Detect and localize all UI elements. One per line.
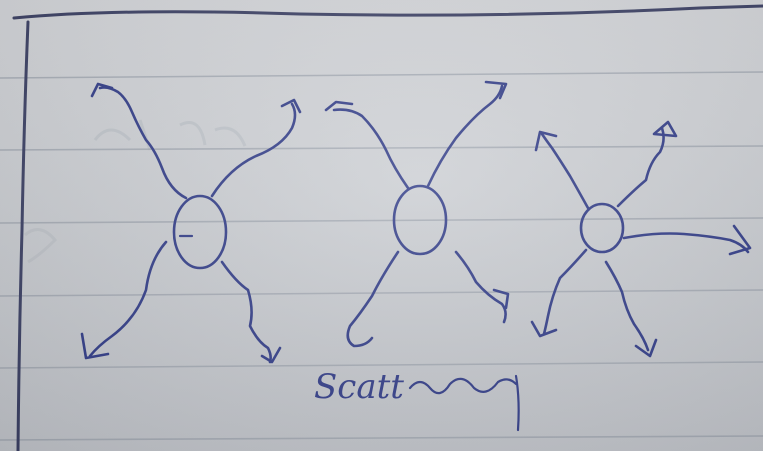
left-margin-line — [16, 20, 30, 451]
arrowhead-lower-right — [492, 288, 510, 310]
arrow-lower-right — [604, 260, 650, 352]
arrowhead-upper-right — [652, 120, 678, 138]
arrowhead-upper-right — [280, 98, 302, 114]
arrowhead-right — [728, 224, 752, 256]
arrow-right — [622, 232, 750, 254]
arrow-lower-left — [88, 240, 168, 358]
ruled-lines — [0, 71, 763, 441]
arrowhead-lower-left — [80, 332, 110, 360]
arrow-upper-right — [210, 102, 297, 198]
ruled-line — [0, 217, 763, 224]
arrow-upper-left — [332, 108, 410, 190]
arrow-upper-left — [98, 86, 188, 200]
ruled-line — [0, 361, 763, 369]
arrow-upper-left — [540, 132, 590, 210]
arrowhead-upper-right — [484, 80, 508, 100]
ruled-line — [0, 289, 763, 297]
arrowhead-lower-right — [634, 338, 658, 358]
ruled-line — [0, 145, 763, 151]
ruled-line — [0, 435, 763, 441]
caption-group: Scatt — [314, 367, 520, 432]
particle-circle-medium — [392, 184, 448, 256]
particle-medium — [324, 80, 510, 348]
ruled-line — [0, 71, 763, 79]
particle-circle-small — [579, 202, 625, 254]
caption-scribble — [408, 377, 518, 395]
arrowhead-upper-left — [534, 130, 558, 152]
particle-large — [80, 82, 302, 364]
arrow-lower-left — [346, 250, 400, 348]
arrow-upper-right — [426, 84, 504, 188]
arrow-upper-right — [616, 126, 665, 208]
arrow-lower-left — [542, 248, 588, 336]
caption-descender — [514, 374, 520, 432]
particle-circle-large — [172, 194, 228, 270]
caption-scattering: Scatt — [314, 367, 404, 407]
arrowhead-upper-left — [324, 100, 354, 112]
bleed-through-text — [24, 119, 247, 264]
particle-small — [530, 120, 752, 358]
page-border — [12, 4, 763, 451]
arrowhead-lower-right — [260, 346, 282, 364]
top-border-line — [12, 4, 763, 20]
arrow-lower-right — [454, 250, 507, 324]
arrowhead-lower-left — [530, 320, 558, 338]
arrowhead-upper-left — [90, 82, 114, 98]
arrow-lower-right — [220, 260, 272, 364]
